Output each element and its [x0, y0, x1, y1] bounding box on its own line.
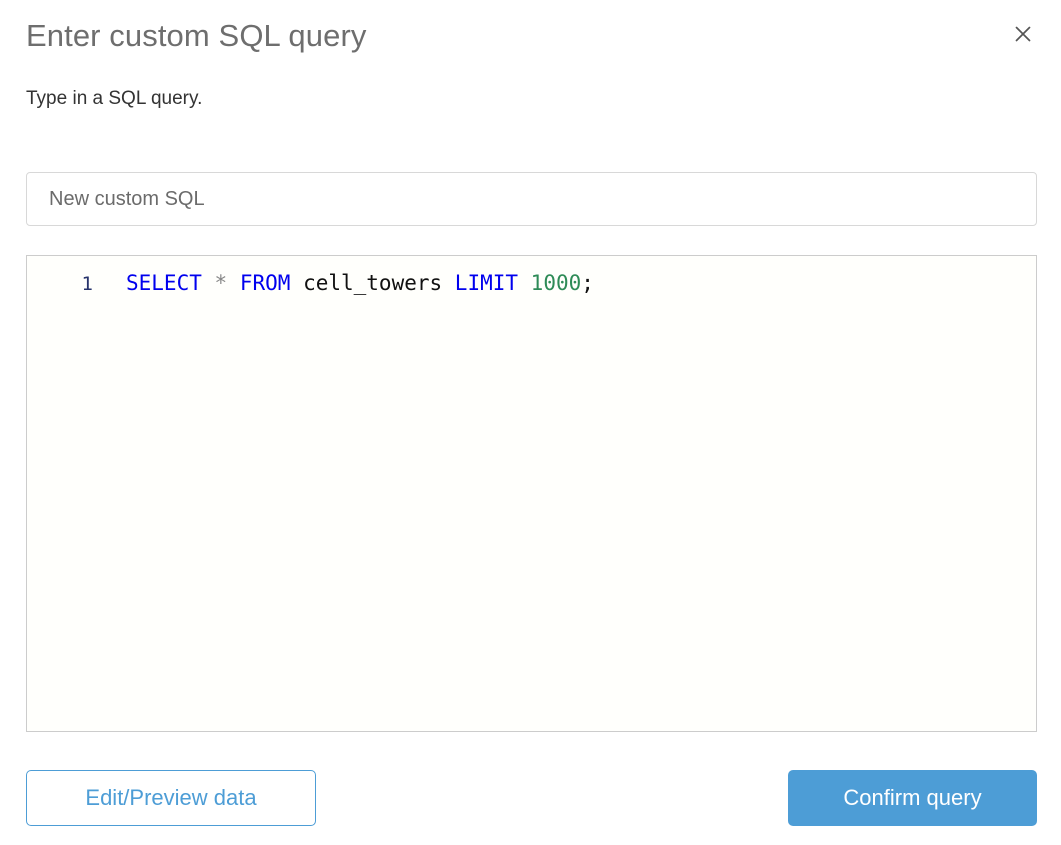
dialog-subtitle: Type in a SQL query.: [26, 88, 203, 109]
sql-editor[interactable]: 1 SELECT * FROM cell_towers LIMIT 1000;: [26, 255, 1037, 732]
close-icon[interactable]: [1006, 17, 1040, 51]
edit-preview-data-button[interactable]: Edit/Preview data: [26, 770, 316, 826]
sql-token-number: 1000: [530, 271, 582, 295]
sql-token-operator: *: [214, 271, 228, 295]
sql-token-plain: [518, 271, 531, 295]
sql-token-punct: ;: [581, 271, 594, 295]
sql-token-keyword: LIMIT: [454, 271, 519, 295]
sql-code-text: SELECT * FROM cell_towers LIMIT 1000;: [93, 266, 594, 300]
dialog-header: Enter custom SQL query: [26, 14, 1035, 64]
sql-token-plain: [202, 271, 215, 295]
query-name-input[interactable]: [26, 172, 1037, 226]
sql-token-identifier: cell_towers: [303, 271, 443, 295]
code-line: 1 SELECT * FROM cell_towers LIMIT 1000;: [27, 256, 1036, 300]
sql-token-plain: [290, 271, 303, 295]
sql-token-keyword: FROM: [239, 271, 291, 295]
confirm-query-button[interactable]: Confirm query: [788, 770, 1037, 826]
page-title: Enter custom SQL query: [26, 18, 367, 53]
sql-token-plain: [227, 271, 240, 295]
sql-token-plain: [442, 271, 455, 295]
sql-token-keyword: SELECT: [126, 271, 202, 295]
line-number-gutter: 1: [81, 273, 93, 295]
